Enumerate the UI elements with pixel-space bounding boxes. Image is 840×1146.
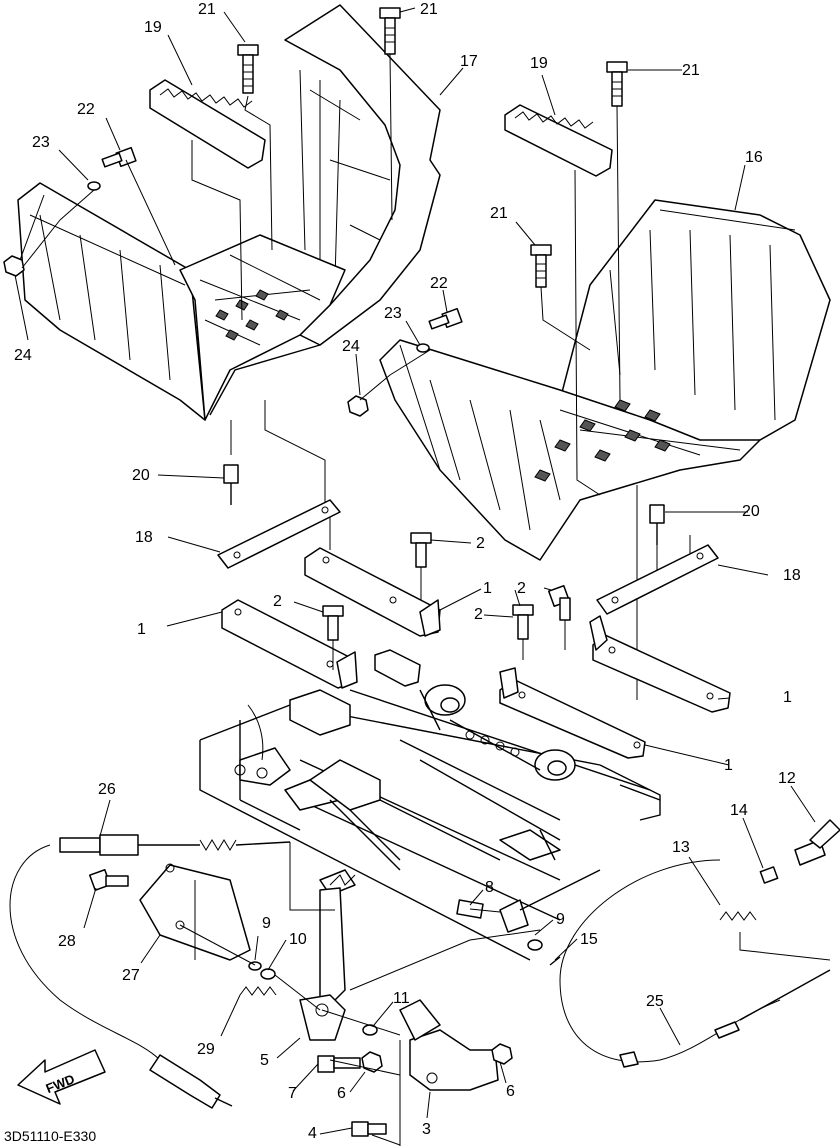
bolt-21-left-b [379, 7, 401, 55]
callout-21-a: 21 [198, 1, 216, 18]
bracket-1-right-upper [589, 615, 731, 713]
callout-13: 8 [485, 879, 494, 896]
callout-26: 26 [98, 781, 116, 798]
callout-15: 15 [580, 931, 598, 948]
nut-24-left [3, 255, 25, 277]
callout-leaders [14, 7, 816, 1135]
callout-24-left: 24 [14, 347, 32, 364]
bolt-4 [351, 1121, 387, 1137]
bolt-2-c [512, 604, 534, 640]
bracket-18-right [596, 544, 719, 615]
bolt-7 [317, 1055, 361, 1073]
callout-27: 27 [122, 967, 140, 984]
callout-28: 28 [58, 933, 76, 950]
bolt-21-right-a [606, 61, 628, 107]
bracket-1-right-lower [499, 667, 646, 759]
callout-2-b: 2 [273, 593, 282, 610]
callouts: 19 21 21 17 22 23 24 19 21 16 21 22 23 2… [14, 1, 801, 1142]
callout-2-d: 2 [474, 606, 483, 623]
callout-6-b: 6 [506, 1083, 515, 1100]
callout-22-right: 22 [430, 275, 448, 292]
callout-17: 17 [460, 53, 478, 70]
callout-5: 5 [260, 1052, 269, 1069]
callout-1-a: 1 [483, 580, 492, 597]
callout-14: 9 [556, 911, 565, 928]
callout-21-b: 21 [420, 1, 438, 18]
callout-7: 7 [288, 1085, 297, 1102]
wing-nut-10 [794, 819, 840, 866]
bolt-21-left-a [237, 44, 259, 94]
cable-26 [9, 834, 291, 1109]
callout-2-c: 2 [517, 580, 526, 597]
callout-21-d: 21 [490, 205, 508, 222]
callout-3: 3 [422, 1121, 431, 1138]
callout-1-c: 1 [783, 689, 792, 706]
diagram-code: 3D51110-E330 [4, 1128, 96, 1144]
left-footrest-assembly [3, 4, 441, 550]
washer-9-a [260, 968, 276, 980]
callout-19-left: 19 [144, 19, 162, 36]
right-footrest-assembly [347, 61, 831, 700]
callout-11: 13 [672, 839, 690, 856]
callout-8: 9 [262, 915, 271, 932]
callout-24-right: 24 [342, 338, 360, 355]
callout-12: 14 [730, 802, 748, 819]
rivet-20-right [649, 504, 665, 545]
rivet-20-left [223, 464, 239, 505]
callout-2-a: 2 [476, 535, 485, 552]
callout-16: 16 [745, 149, 763, 166]
callout-6-a: 6 [337, 1085, 346, 1102]
callout-9-a: 10 [289, 931, 307, 948]
arm-3 [399, 999, 499, 1091]
bolt-22-left [101, 146, 137, 168]
bracket-1-left-lower [221, 599, 358, 689]
frame [199, 649, 661, 961]
cable-25 [559, 859, 831, 1068]
callout-20-left: 20 [132, 467, 150, 484]
bolt-28 [88, 868, 129, 892]
callout-21-c: 21 [682, 62, 700, 79]
clevis-14 [499, 899, 529, 933]
bolt-22-right [428, 307, 463, 330]
bolt-2-d [547, 584, 571, 621]
nut-12 [759, 866, 779, 884]
washer-23-right [416, 343, 430, 353]
cotter-pin-15 [549, 956, 561, 966]
callout-29: 29 [197, 1041, 215, 1058]
callout-1-b: 1 [137, 621, 146, 638]
callout-18-right: 18 [783, 567, 801, 584]
pedal-5 [299, 869, 356, 1041]
bracket-1-left-upper [304, 547, 441, 637]
washer-8 [248, 961, 262, 971]
callout-1-d: 1 [724, 757, 733, 774]
spring-29 [239, 986, 277, 996]
bracket-18-left [217, 499, 341, 569]
nut-24-right [347, 395, 369, 417]
fwd-arrow-icon: FWD [17, 1049, 106, 1105]
callout-18-left: 18 [135, 529, 153, 546]
callout-22-left: 22 [77, 101, 95, 118]
washer-23-left [87, 181, 101, 191]
callout-20-right: 20 [742, 503, 760, 520]
washer-14 [527, 939, 543, 951]
callout-4: 4 [308, 1125, 317, 1142]
callout-9-b: 11 [393, 990, 410, 1007]
nut-6-b [491, 1043, 513, 1065]
nut-6-a [361, 1051, 383, 1073]
callout-23-left: 23 [32, 134, 50, 151]
callout-25: 25 [646, 993, 664, 1010]
bolt-2-b [322, 605, 344, 641]
callout-19-right: 19 [530, 55, 548, 72]
bolt-21-right-b [530, 244, 552, 288]
callout-23-right: 23 [384, 305, 402, 322]
bolt-2-a [410, 532, 432, 568]
callout-10: 12 [778, 770, 796, 787]
